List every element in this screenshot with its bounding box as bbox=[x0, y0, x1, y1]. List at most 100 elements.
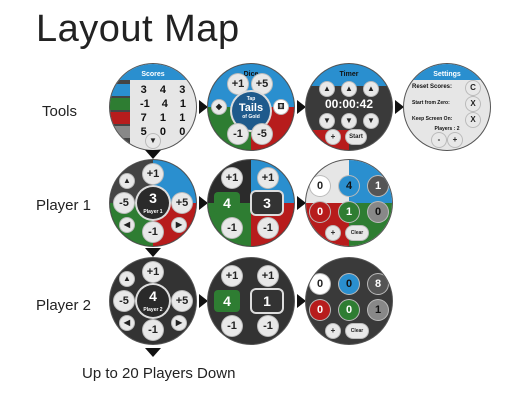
arrow-right-icon[interactable]: ▶ bbox=[172, 316, 186, 330]
arrow-left-icon[interactable]: ◀ bbox=[120, 218, 134, 232]
grid-cell[interactable]: 8 bbox=[368, 274, 388, 294]
arrow-right-icon bbox=[297, 100, 306, 114]
timer-up-icon[interactable]: ▲ bbox=[342, 82, 356, 96]
plus-one-button[interactable]: +1 bbox=[228, 74, 248, 94]
arrow-right-icon bbox=[199, 100, 208, 114]
dice-screen: Dice +1 +5 Tap Tails of Gold ◆ ⚅ -1 -5 bbox=[208, 64, 294, 150]
plus-one-button[interactable]: +1 bbox=[143, 262, 163, 282]
start-zero-label: Start from Zero: bbox=[412, 100, 450, 106]
plus-one-button[interactable]: +1 bbox=[222, 266, 242, 286]
player2-dice-left[interactable]: 4 bbox=[214, 290, 240, 312]
grid-cell[interactable]: 0 bbox=[310, 274, 330, 294]
timer-down-icon[interactable]: ▼ bbox=[342, 114, 356, 128]
grid-cell[interactable]: 0 bbox=[310, 300, 330, 320]
plus-one-button[interactable]: +1 bbox=[258, 168, 278, 188]
plus-five-button[interactable]: +5 bbox=[252, 74, 272, 94]
grid-cell[interactable]: 1 bbox=[339, 202, 359, 222]
timer-start-button[interactable]: Start bbox=[346, 130, 366, 144]
arrow-up-icon[interactable]: ▲ bbox=[120, 272, 134, 286]
player2-dice-right[interactable]: 1 bbox=[252, 290, 282, 312]
scores-header: Scores bbox=[110, 64, 196, 80]
timer-down-icon[interactable]: ▼ bbox=[364, 114, 378, 128]
player2-dice-screen: +1 +1 4 1 -1 -1 bbox=[208, 258, 294, 344]
arrow-right-icon[interactable]: ▶ bbox=[172, 218, 186, 232]
player2-main-screen: ▲ +1 -5 +5 4 Player 2 ◀ ▶ -1 bbox=[110, 258, 196, 344]
settings-screen: Settings Reset Scores: C Start from Zero… bbox=[404, 64, 490, 150]
settings-header: Settings bbox=[404, 64, 490, 80]
scores-color-bar bbox=[110, 80, 130, 150]
timer-add-button[interactable]: + bbox=[326, 130, 340, 144]
players-plus-button[interactable]: + bbox=[448, 133, 462, 147]
minus-one-button[interactable]: -1 bbox=[258, 218, 278, 238]
minus-one-button[interactable]: -1 bbox=[222, 218, 242, 238]
add-button[interactable]: + bbox=[326, 324, 340, 338]
minus-five-button[interactable]: -5 bbox=[114, 291, 134, 311]
grid-cell[interactable]: 4 bbox=[339, 176, 359, 196]
footer-caption: Up to 20 Players Down bbox=[82, 365, 236, 382]
start-zero-toggle[interactable]: X bbox=[466, 97, 480, 111]
row-label-player2: Player 2 bbox=[36, 297, 92, 314]
minus-one-button[interactable]: -1 bbox=[258, 316, 278, 336]
dice-faces-icon[interactable]: ⚅ bbox=[274, 100, 288, 114]
grid-cell[interactable]: 0 bbox=[339, 300, 359, 320]
minus-one-button[interactable]: -1 bbox=[143, 222, 163, 242]
grid-cell[interactable]: 0 bbox=[339, 274, 359, 294]
timer-screen: Timer ▲ ▲ ▲ 00:00:42 ▼ ▼ ▼ + Start bbox=[306, 64, 392, 150]
player1-grid-screen: 0 4 1 0 1 0 + Clear bbox=[306, 160, 392, 246]
timer-down-icon[interactable]: ▼ bbox=[320, 114, 334, 128]
players-count: Players : 2 bbox=[434, 126, 460, 132]
clear-button[interactable]: Clear bbox=[346, 324, 368, 338]
plus-one-button[interactable]: +1 bbox=[143, 164, 163, 184]
minus-five-button[interactable]: -5 bbox=[252, 124, 272, 144]
player1-main-screen: ▲ +1 -5 +5 3 Player 1 ◀ ▶ -1 bbox=[110, 160, 196, 246]
timer-up-icon[interactable]: ▲ bbox=[364, 82, 378, 96]
player1-dice-left[interactable]: 4 bbox=[214, 192, 240, 214]
player1-score: 3 Player 1 bbox=[137, 187, 169, 219]
arrow-right-icon bbox=[297, 294, 306, 308]
arrow-left-icon[interactable]: ◀ bbox=[120, 316, 134, 330]
dice-left-icon[interactable]: ◆ bbox=[212, 100, 226, 114]
grid-cell[interactable]: 0 bbox=[310, 202, 330, 222]
players-minus-button[interactable]: - bbox=[432, 133, 446, 147]
dice-header: Dice bbox=[243, 71, 259, 78]
minus-one-button[interactable]: -1 bbox=[143, 320, 163, 340]
minus-five-button[interactable]: -5 bbox=[114, 193, 134, 213]
player1-dice-right[interactable]: 3 bbox=[252, 192, 282, 214]
reset-scores-button[interactable]: C bbox=[466, 81, 480, 95]
keep-screen-toggle[interactable]: X bbox=[466, 113, 480, 127]
plus-five-button[interactable]: +5 bbox=[172, 291, 192, 311]
clear-button[interactable]: Clear bbox=[346, 226, 368, 240]
arrow-right-icon bbox=[199, 294, 208, 308]
player2-grid-screen: 0 0 8 0 0 1 + Clear bbox=[306, 258, 392, 344]
dice-logo[interactable]: Tap Tails of Gold bbox=[232, 92, 270, 130]
page-title: Layout Map bbox=[36, 8, 240, 50]
arrow-down-icon bbox=[145, 150, 161, 159]
grid-cell[interactable]: 1 bbox=[368, 176, 388, 196]
row-label-player1: Player 1 bbox=[36, 197, 92, 214]
grid-cell[interactable]: 0 bbox=[310, 176, 330, 196]
arrow-down-icon bbox=[145, 248, 161, 257]
scroll-down-button[interactable]: ▼ bbox=[146, 134, 160, 148]
arrow-right-icon bbox=[297, 196, 306, 210]
arrow-up-icon[interactable]: ▲ bbox=[120, 174, 134, 188]
add-button[interactable]: + bbox=[326, 226, 340, 240]
player1-dice-screen: +1 +1 4 3 -1 -1 bbox=[208, 160, 294, 246]
player2-score: 4 Player 2 bbox=[137, 285, 169, 317]
grid-cell[interactable]: 1 bbox=[368, 300, 388, 320]
plus-five-button[interactable]: +5 bbox=[172, 193, 192, 213]
minus-one-button[interactable]: -1 bbox=[228, 124, 248, 144]
plus-one-button[interactable]: +1 bbox=[222, 168, 242, 188]
timer-up-icon[interactable]: ▲ bbox=[320, 82, 334, 96]
arrow-right-icon bbox=[395, 100, 404, 114]
keep-screen-label: Keep Screen On: bbox=[412, 116, 453, 122]
minus-one-button[interactable]: -1 bbox=[222, 316, 242, 336]
plus-one-button[interactable]: +1 bbox=[258, 266, 278, 286]
grid-cell[interactable]: 0 bbox=[368, 202, 388, 222]
timer-header: Timer bbox=[339, 71, 359, 78]
